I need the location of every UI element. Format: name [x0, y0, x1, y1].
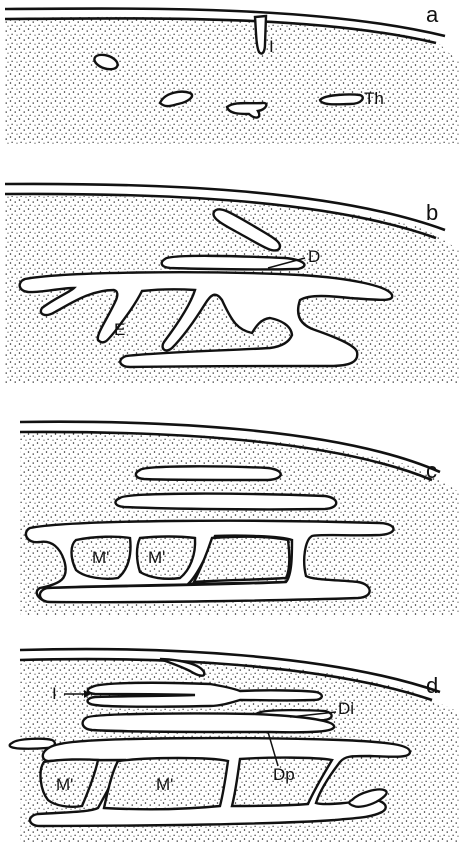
- panel-d-label-i: I: [52, 684, 57, 703]
- panel-a-label-thylakoid: Th: [364, 89, 384, 108]
- panel-b-disc-upper: [162, 256, 305, 270]
- panel-a: a I Th: [5, 2, 459, 145]
- panel-c-chamber-m2: [137, 537, 195, 579]
- panel-b-label-d: D: [308, 247, 320, 266]
- panel-b-letter: b: [426, 200, 438, 225]
- panel-a-stroma: [5, 17, 459, 145]
- panel-d: d I Di Dp M' M': [10, 649, 459, 842]
- panel-c-letter: c: [426, 458, 437, 483]
- panel-d-letter: d: [426, 673, 438, 698]
- panel-c: c M' M': [20, 422, 459, 615]
- panel-d-label-di: Di: [338, 699, 354, 718]
- panel-a-invagination: [255, 16, 266, 54]
- panel-d-label-dp: Dp: [273, 765, 295, 784]
- panel-a-letter: a: [426, 2, 439, 27]
- panel-c-label-m1: M': [92, 548, 109, 567]
- panel-c-disc-second: [115, 494, 336, 510]
- panel-a-label-invagination: I: [269, 37, 274, 56]
- panel-b-label-e: E: [114, 320, 125, 339]
- panel-b: b D E: [5, 184, 459, 383]
- panel-a-thylakoid: [320, 95, 363, 105]
- panel-d-label-m2: M': [156, 775, 173, 794]
- panel-d-label-m1: M': [56, 775, 73, 794]
- panel-c-label-m2: M': [148, 548, 165, 567]
- panel-c-disc-top: [136, 466, 281, 480]
